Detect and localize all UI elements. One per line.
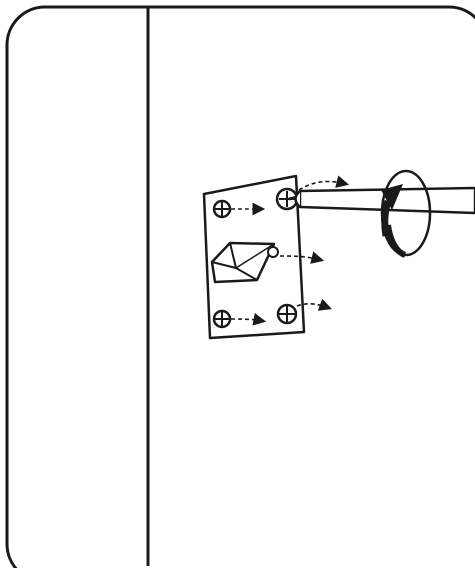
screw-icon [212, 199, 232, 219]
strike-box-icon [210, 241, 279, 284]
screw-direction-arrows [230, 175, 350, 326]
screw-icon [212, 309, 232, 329]
screw-icon [276, 303, 298, 325]
rotation-arrow-icon [380, 169, 432, 258]
